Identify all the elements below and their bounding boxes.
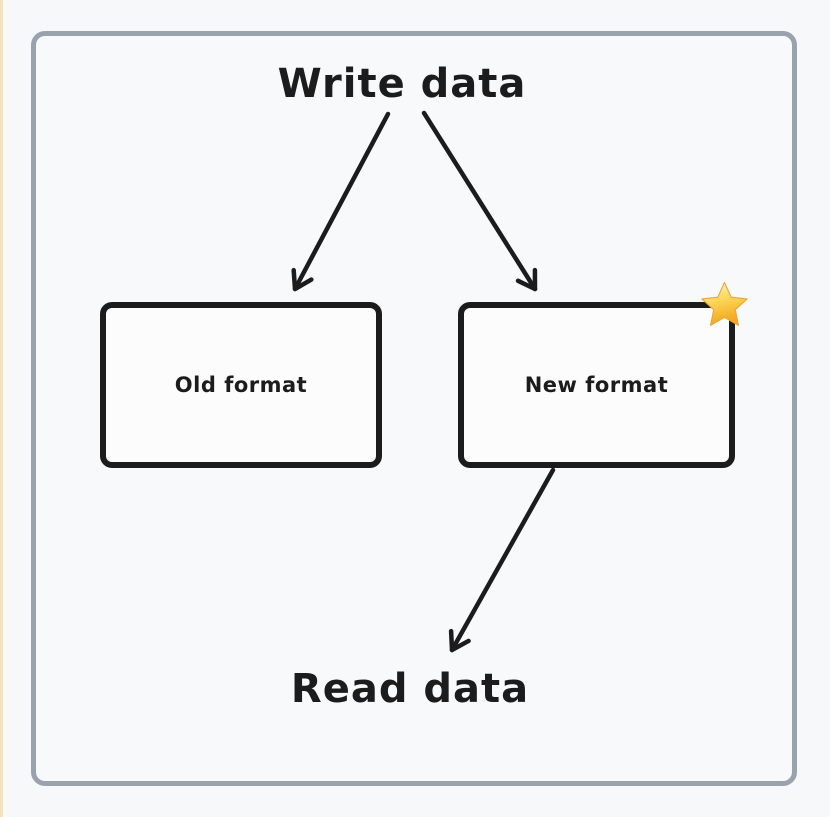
new-format-label: New format	[524, 373, 669, 397]
write-data-label: Write data	[277, 61, 527, 107]
new-format-node: New format	[458, 302, 735, 468]
read-data-label: Read data	[290, 666, 530, 712]
old-format-node: Old format	[100, 302, 382, 468]
left-edge-strip	[0, 0, 3, 817]
star-icon	[701, 281, 748, 327]
old-format-label: Old format	[174, 373, 308, 397]
